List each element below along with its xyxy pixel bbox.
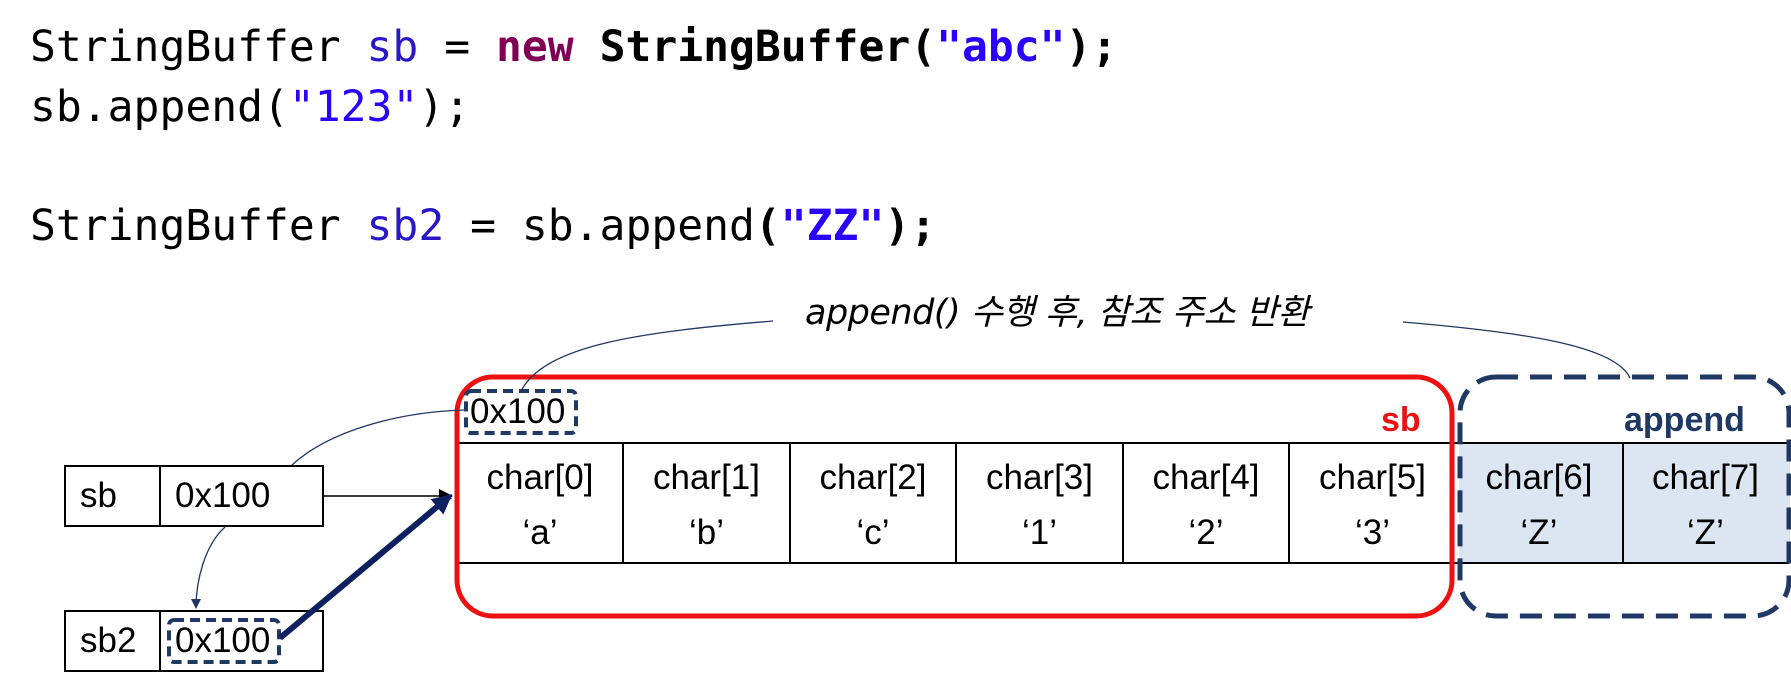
array-cell-appended: char[7]‘Z’ xyxy=(1652,458,1759,552)
append-object-box xyxy=(1457,374,1791,619)
code-type: StringBuffer xyxy=(30,22,367,72)
code-end: ); xyxy=(418,82,471,132)
code-end: ); xyxy=(1065,22,1118,72)
array-cell: char[1]‘b’ xyxy=(653,458,760,552)
array-grid xyxy=(456,442,1789,564)
append-box-label: append xyxy=(1624,401,1745,439)
code-line-3: StringBuffer sb2 = sb.append("ZZ"); xyxy=(30,205,936,248)
array-cell: char[4]‘2’ xyxy=(1152,458,1260,552)
code-eq: = xyxy=(444,201,522,251)
code-string-zz: "ZZ" xyxy=(780,201,885,251)
array-cell-appended: char[6]‘Z’ xyxy=(1485,458,1593,552)
var-sb-addr: 0x100 xyxy=(159,465,324,527)
code-string-123: "123" xyxy=(288,82,419,132)
array-cell: char[3]‘1’ xyxy=(986,458,1093,552)
code-eq: = xyxy=(418,22,496,72)
sb-box-label: sb xyxy=(1381,401,1421,439)
annotation-text: append() 수행 후, 참조 주소 반환 xyxy=(805,293,1310,333)
code-keyword-new: new xyxy=(496,22,574,72)
append-section-fill xyxy=(1459,443,1790,562)
array-cell: char[2]‘c’ xyxy=(819,458,927,552)
code-line-2: sb.append("123"); xyxy=(30,86,470,129)
heap-address: 0x100 xyxy=(470,392,566,431)
var-sb2-addr: 0x100 xyxy=(159,610,324,672)
sb-to-sb2-curve xyxy=(191,526,226,609)
array-cell: char[0]‘a’ xyxy=(486,458,594,552)
sb-to-address-curve xyxy=(291,409,465,466)
code-paren: ( xyxy=(754,201,781,251)
code-call: sb.append xyxy=(521,201,755,251)
code-line-1: StringBuffer sb = new StringBuffer("abc"… xyxy=(30,26,1117,69)
code-string-abc: "abc" xyxy=(936,22,1066,72)
code-call: sb.append( xyxy=(30,82,289,132)
array-cell: char[5]‘3’ xyxy=(1319,458,1426,552)
heap-address-highlight xyxy=(464,389,578,435)
sb2-address-highlight xyxy=(167,618,281,664)
code-type: StringBuffer xyxy=(30,201,367,251)
annotation-left-curve xyxy=(520,320,774,392)
annotation-right-curve xyxy=(1402,321,1631,379)
code-var-sb: sb xyxy=(366,22,419,72)
code-ctor: StringBuffer( xyxy=(599,22,937,72)
sb-object-box xyxy=(454,374,1455,619)
code-var-sb2: sb2 xyxy=(366,201,445,251)
code-end: ); xyxy=(884,201,937,251)
sb2-pointer-arrow xyxy=(278,493,453,641)
